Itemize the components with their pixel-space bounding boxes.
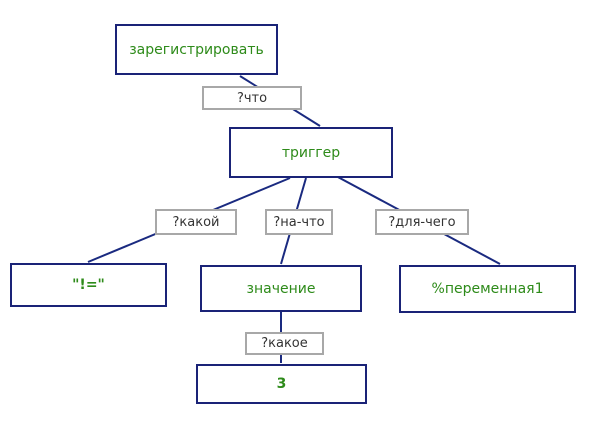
node-variable: %переменная1 [399,265,576,313]
node-trigger: триггер [229,127,393,178]
node-value: значение [200,265,362,312]
node-neq-label: "!=" [72,277,105,293]
node-register: зарегистрировать [115,24,278,75]
node-variable-label: %переменная1 [431,281,544,297]
edge-label-which: ?какой [155,209,237,235]
node-value-label: значение [246,280,316,297]
edge-label-what: ?что [202,86,302,110]
edge-label-which-neuter: ?какое [245,332,324,355]
edge-label-on-what-text: ?на-что [273,214,325,230]
edge-label-which-text: ?какой [172,214,220,230]
edge-label-for-what-text: ?для-чего [388,214,456,230]
edge-label-which-neuter-text: ?какое [261,336,308,351]
node-three-label: 3 [276,376,287,392]
node-three: 3 [196,364,367,404]
edge-label-on-what: ?на-что [265,209,333,235]
edge-label-what-text: ?что [236,90,268,106]
node-trigger-label: триггер [281,144,341,161]
edge-label-for-what: ?для-чего [375,209,469,235]
node-neq: "!=" [10,263,167,307]
node-register-label: зарегистрировать [129,41,264,58]
